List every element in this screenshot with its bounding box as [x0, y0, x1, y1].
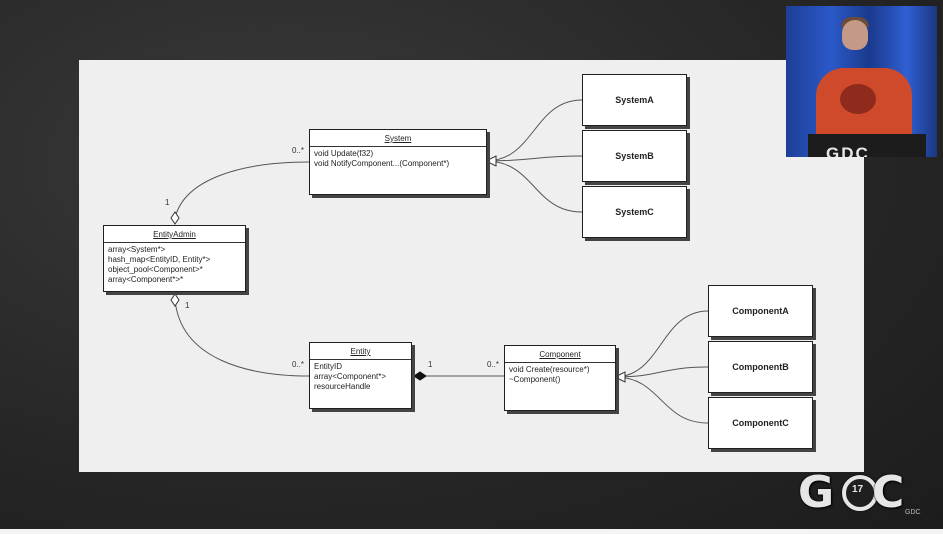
entity-class: Entity EntityID array<Component*> resour…: [309, 342, 412, 409]
logo-small-text: GDC: [905, 509, 921, 516]
logo-letter-c: C: [872, 467, 905, 518]
componenta-inheritance-line: [614, 310, 709, 378]
systemc-inheritance-line: [485, 160, 583, 213]
system-inheritance-arrow: [484, 155, 497, 167]
system-class-title: System: [310, 130, 486, 147]
entity-member: array<Component*>: [314, 372, 387, 381]
bottom-strip: [0, 529, 943, 534]
entityadmin-class-title: EntityAdmin: [104, 226, 245, 243]
gdc-logo: G 17 C GDC: [798, 463, 922, 521]
multiplicity-admin-entity-far: 0..*: [292, 360, 305, 369]
componentb-class: ComponentB: [708, 341, 813, 393]
entityadmin-class: EntityAdmin array<System*> hash_map<Enti…: [103, 225, 246, 292]
logo-letter-g: G: [798, 467, 835, 518]
shirt-print: [840, 84, 876, 114]
logo-number: 17: [852, 484, 864, 495]
component-member: ~Component(): [509, 375, 561, 384]
component-inheritance-arrow: [613, 371, 626, 383]
entityadmin-member: array<Component*>*: [108, 275, 184, 284]
admin-entity-diamond: [170, 293, 180, 307]
componenta-class: ComponentA: [708, 285, 813, 337]
uml-connectors: [170, 99, 709, 424]
entityadmin-member: hash_map<EntityID, Entity*>: [108, 255, 211, 264]
system-member: void Update(f32): [314, 149, 374, 158]
multiplicity-admin-entity-near: 1: [185, 301, 190, 310]
speaker-head: [842, 20, 868, 50]
multiplicity-entity-component-far: 0..*: [487, 360, 500, 369]
component-member: void Create(resource*): [509, 365, 590, 374]
speaker-video-inset: GDC: [786, 6, 937, 157]
systemc-class: SystemC: [582, 186, 687, 238]
systema-inheritance-line: [485, 99, 583, 162]
component-class-title: Component: [505, 346, 615, 363]
logo-circle: 17: [842, 475, 878, 511]
systemb-inheritance-line: [485, 155, 583, 162]
multiplicity-admin-system-near: 1: [165, 198, 170, 207]
entity-class-title: Entity: [310, 343, 411, 360]
system-class: System void Update(f32) void NotifyCompo…: [309, 129, 487, 195]
systemb-class: SystemB: [582, 130, 687, 182]
componentb-inheritance-line: [614, 366, 709, 378]
componentc-class: ComponentC: [708, 397, 813, 449]
podium-sign: GDC: [826, 144, 870, 157]
systema-class: SystemA: [582, 74, 687, 126]
entityadmin-member: array<System*>: [108, 245, 166, 254]
uml-slide: System void Update(f32) void NotifyCompo…: [79, 60, 864, 472]
entity-member: resourceHandle: [314, 382, 371, 391]
component-class: Component void Create(resource*) ~Compon…: [504, 345, 616, 411]
admin-system-diamond: [170, 211, 180, 225]
multiplicity-admin-system-far: 0..*: [292, 146, 305, 155]
podium: [808, 134, 926, 157]
entity-member: EntityID: [314, 362, 343, 371]
componentc-inheritance-line: [614, 376, 709, 424]
system-member: void NotifyComponent...(Component*): [314, 159, 450, 168]
multiplicity-entity-component-near: 1: [428, 360, 433, 369]
entity-component-diamond: [413, 371, 427, 381]
admin-entity-aggregation-line: [174, 299, 310, 377]
admin-system-aggregation-line: [174, 161, 310, 219]
entityadmin-member: object_pool<Component>*: [108, 265, 203, 274]
